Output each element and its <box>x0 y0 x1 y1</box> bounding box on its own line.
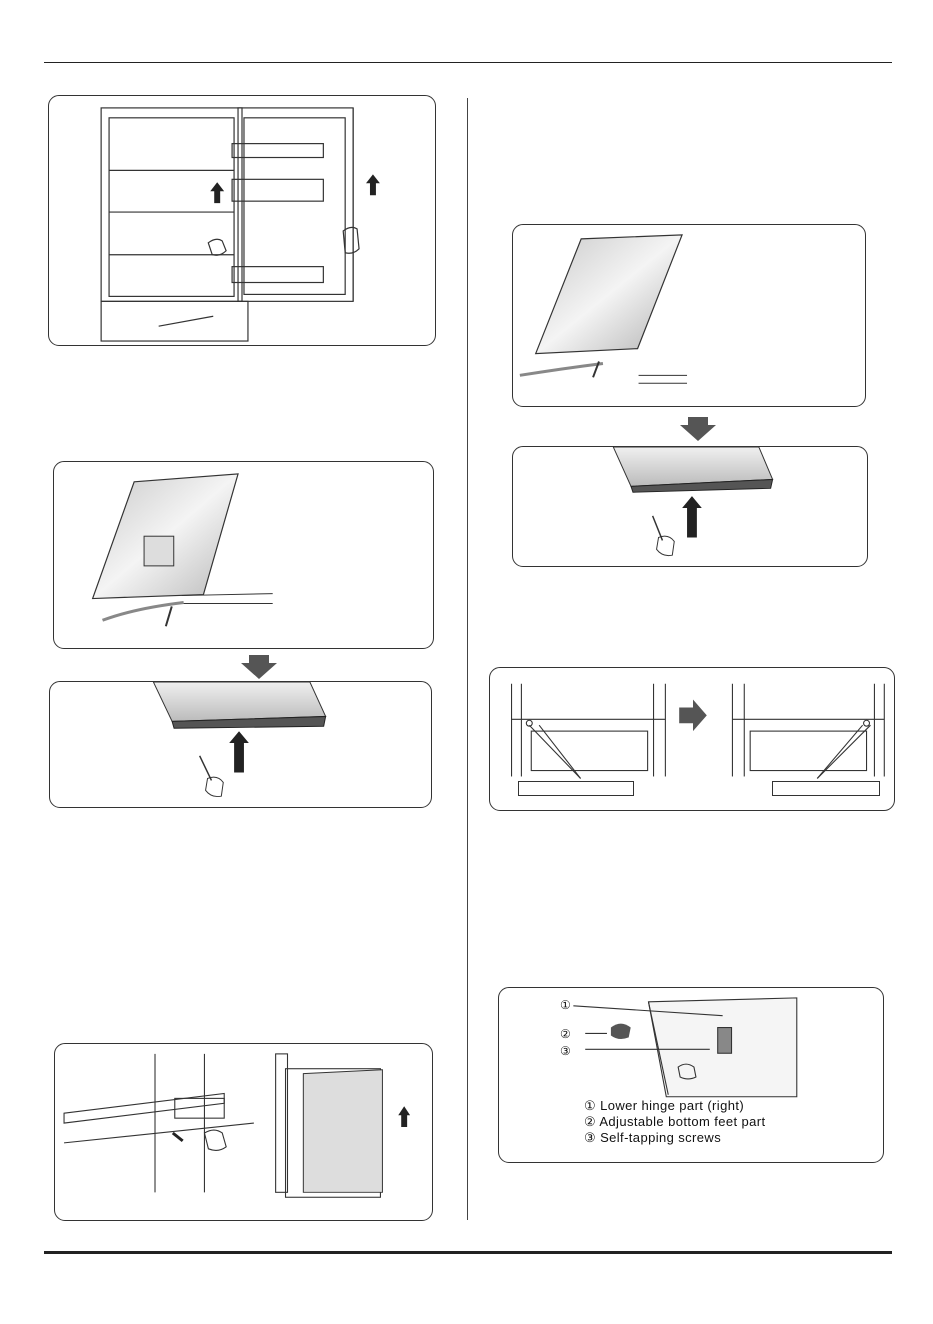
figure-lower-hinge-parts: ① ② ③ ① Lower hinge part (right) ② Adjus… <box>498 987 884 1163</box>
hinge-removal-illustration <box>55 1044 432 1220</box>
column-divider <box>467 98 468 1220</box>
right-door-rotate-illustration <box>513 225 865 406</box>
legend-item: ③ Self-tapping screws <box>584 1130 766 1146</box>
figure-open-fridge <box>48 95 436 346</box>
door-underside-illustration <box>50 682 431 807</box>
figure-hinge-removal <box>54 1043 433 1221</box>
down-arrow-icon-right <box>680 417 716 441</box>
callout-1: ① <box>560 998 571 1012</box>
figure-cover-positions <box>489 667 895 811</box>
open-fridge-illustration <box>49 96 435 345</box>
callout-2: ② <box>560 1027 571 1041</box>
down-arrow-icon <box>241 655 277 679</box>
door-rotate-illustration <box>54 462 433 648</box>
right-cover-label <box>772 781 880 796</box>
figure-door-rotate <box>53 461 434 649</box>
figure-right-door-underside <box>512 446 868 567</box>
hinge-legend: ① Lower hinge part (right) ② Adjustable … <box>584 1098 766 1146</box>
right-door-underside-illustration <box>513 447 867 566</box>
figure-door-underside <box>49 681 432 808</box>
footer-rule <box>44 1251 892 1254</box>
legend-item: ① Lower hinge part (right) <box>584 1098 766 1114</box>
legend-item: ② Adjustable bottom feet part <box>584 1114 766 1130</box>
left-cover-label <box>518 781 634 796</box>
callout-3: ③ <box>560 1044 571 1058</box>
figure-right-door-rotate <box>512 224 866 407</box>
header-rule <box>44 62 892 63</box>
